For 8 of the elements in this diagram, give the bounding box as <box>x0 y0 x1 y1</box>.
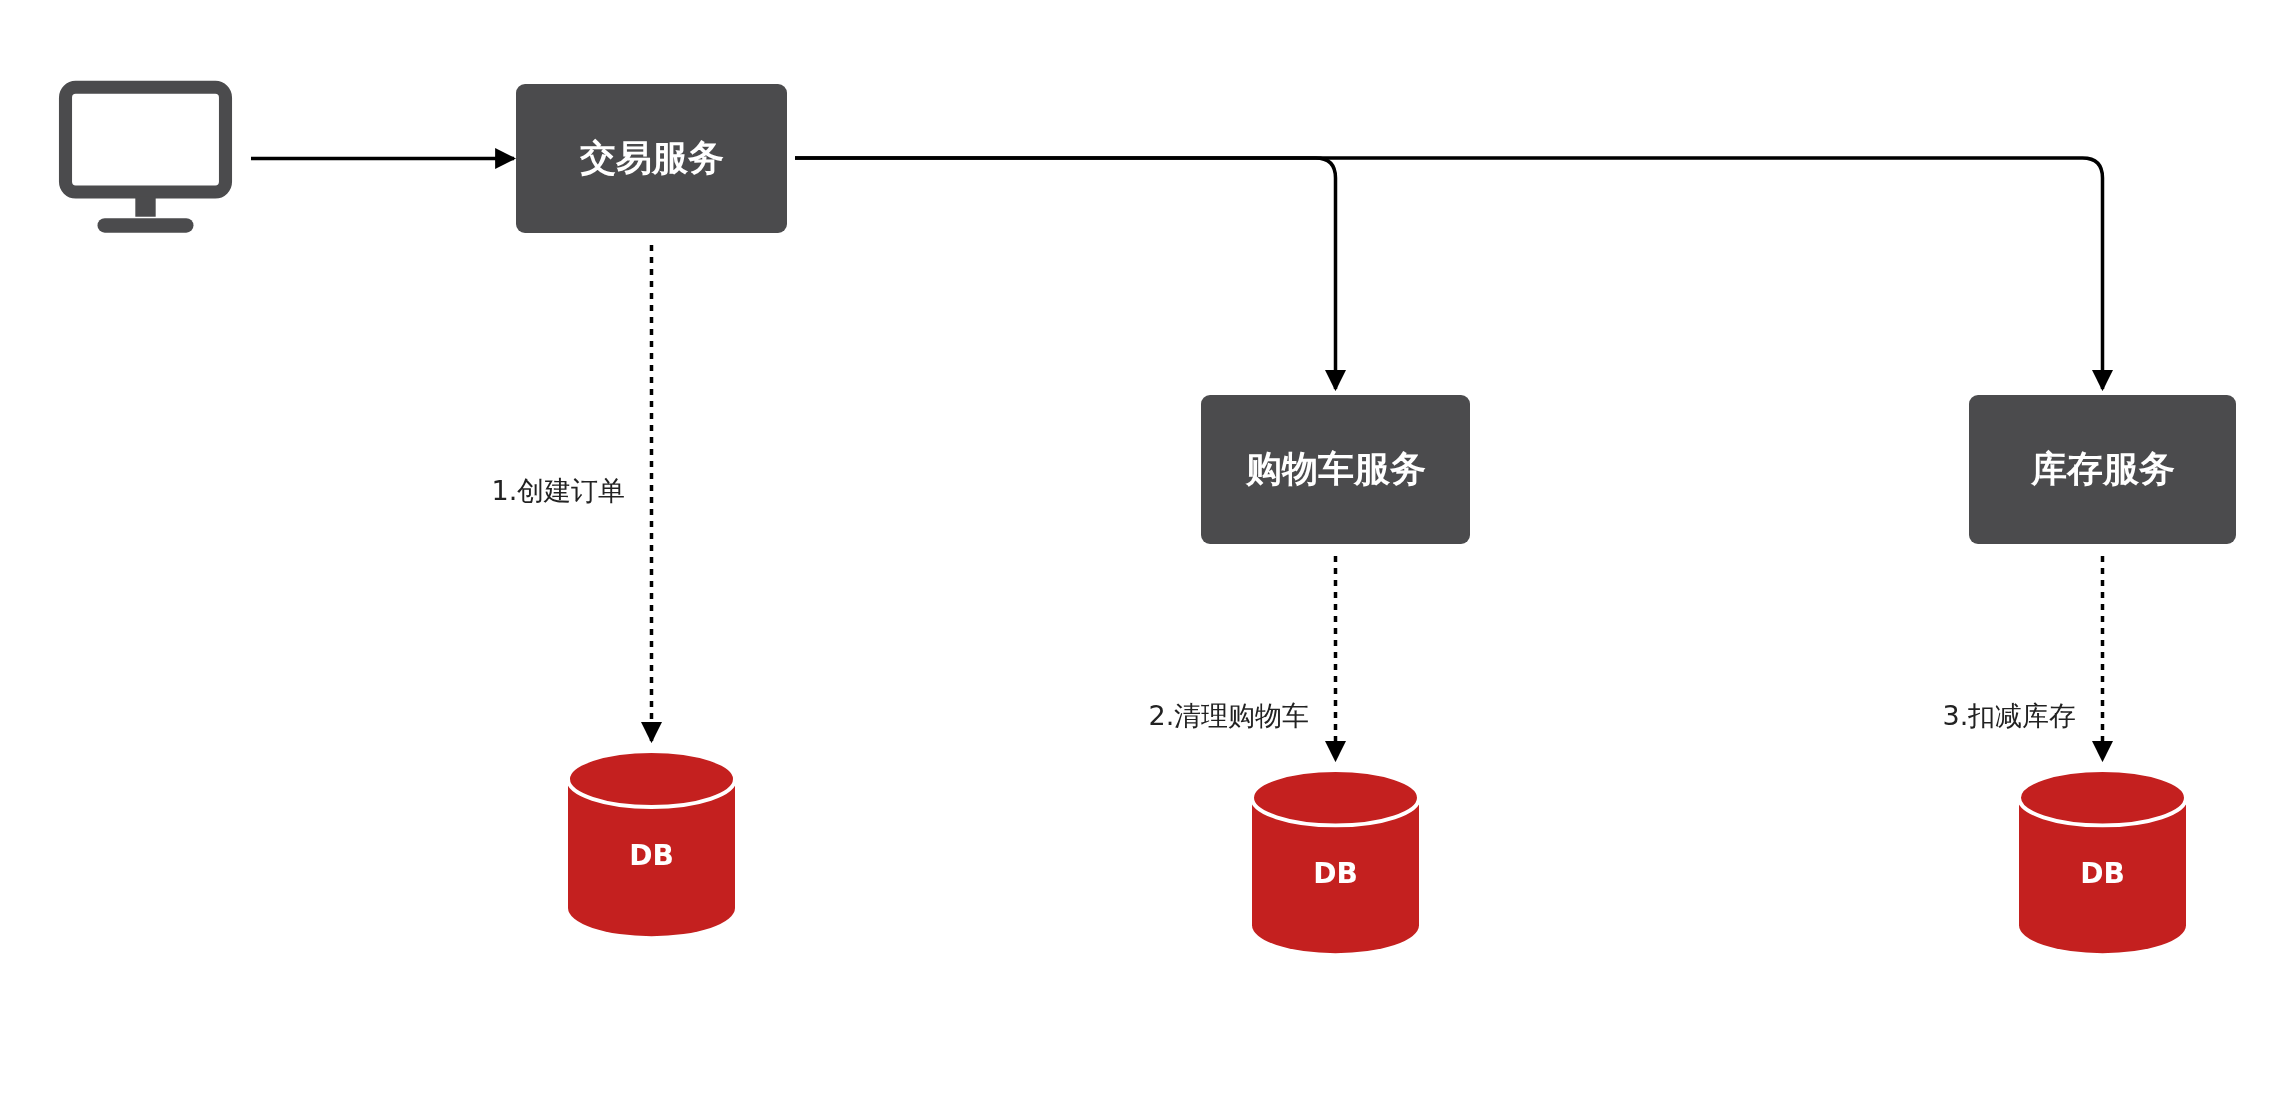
arrow <box>2092 556 2113 763</box>
service-box: 库存服务 <box>1969 395 2236 544</box>
arrow <box>251 148 517 169</box>
service-box: 交易服务 <box>516 84 787 233</box>
arrow <box>641 245 662 744</box>
arrow <box>795 156 2113 392</box>
arrow <box>1325 556 1346 763</box>
service-box: 购物车服务 <box>1201 395 1470 544</box>
